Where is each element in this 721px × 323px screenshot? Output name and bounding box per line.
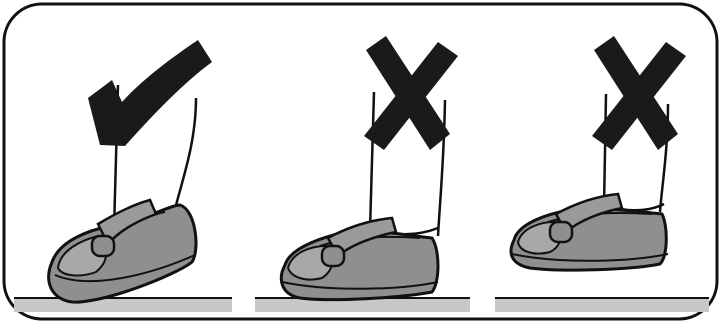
ground-strip-3 — [495, 298, 709, 312]
ground-strip-1 — [14, 298, 232, 312]
